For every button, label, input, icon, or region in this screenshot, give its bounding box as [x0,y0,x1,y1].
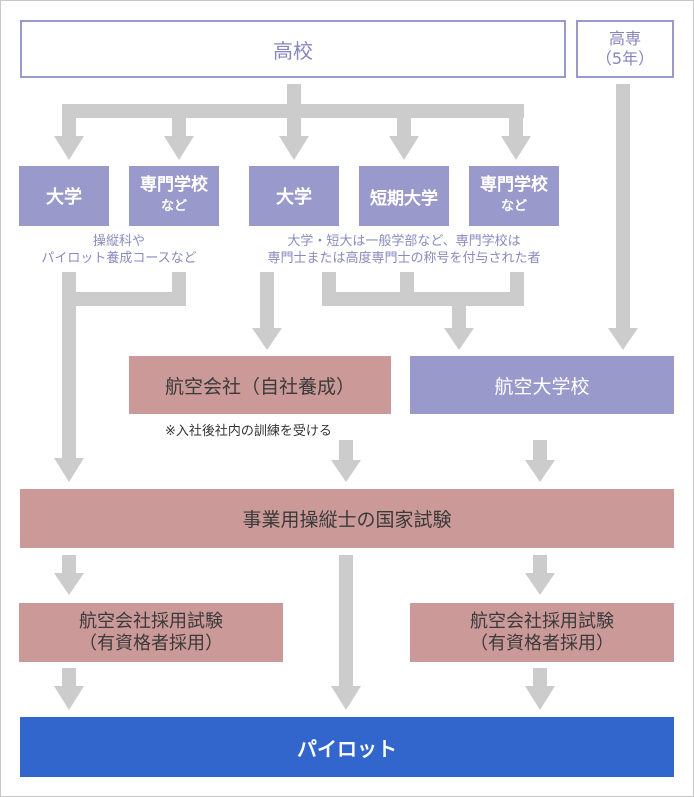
hs-arrow-4 [389,104,419,160]
vocational-label: 専門学校 [480,175,548,195]
hs-arrow-2 [164,104,194,160]
hs-arrow-1 [54,104,84,160]
university-label: 大学 [46,187,82,208]
hire-exam-label: 航空会社採用試験 [470,610,614,632]
exam-to-pilot-arrow [331,555,361,710]
university-box-left: 大学 [19,166,109,226]
vocational-etc: など [500,199,527,214]
kosen-arrow [608,84,638,350]
arrow-to-aviation-college [444,292,474,350]
college-to-exam-arrow [525,440,555,482]
vocational-label: 専門学校 [140,175,208,195]
hire-exam-sublabel: （有資格者採用） [79,632,223,654]
right-caption-line2: 専門士または高度専門士の称号を付与された者 [267,251,541,266]
arrow-to-airline [252,272,282,350]
junior-college-box: 短期大学 [359,166,449,226]
kosen-years: （5年） [595,49,655,68]
right-caption: 大学・短大は一般学部など、専門学校は 専門士または高度専門士の称号を付与された者 [234,233,574,267]
exam-to-hire-right-arrow [525,555,555,595]
hire-exam-label: 航空会社採用試験 [79,610,223,632]
airline-note: ※入社後社内の訓練を受ける [165,424,332,439]
hire-exam-box-left: 航空会社採用試験 （有資格者採用） [19,603,283,662]
vocational-box-right: 専門学校 など [469,166,559,226]
pilot-label: パイロット [297,736,397,761]
hire-exam-sublabel: （有資格者採用） [470,632,614,654]
left-caption: 操縦科や パイロット養成コースなど [19,233,219,267]
vocational-etc: など [160,199,187,214]
hire-left-to-pilot-arrow [54,668,84,710]
airline-training-box: 航空会社（自社養成） [129,356,391,414]
exam-to-hire-left-arrow [54,555,84,595]
pilot-box: パイロット [20,717,674,777]
right-caption-line1: 大学・短大は一般学部など、専門学校は [287,234,521,249]
aviation-college-label: 航空大学校 [494,375,590,398]
kosen-label: 高専 [608,29,641,48]
aviation-college-box: 航空大学校 [410,356,674,414]
junior-college-label: 短期大学 [370,188,438,209]
hs-arrow-3 [279,104,309,160]
left-arrow-to-exam [54,272,84,482]
kosen-box: 高専 （5年） [576,20,674,78]
hs-arrow-5 [501,104,531,160]
vocational-box-left: 専門学校 など [129,166,219,226]
left-join-bar [62,292,186,306]
university-label: 大学 [276,187,312,208]
left-caption-line2: パイロット養成コースなど [41,251,197,266]
airline-training-label: 航空会社（自社養成） [164,375,355,398]
left-caption-line1: 操縦科や [92,234,145,249]
hire-exam-box-right: 航空会社採用試験 （有資格者採用） [410,603,674,662]
airline-to-exam-arrow [331,440,361,482]
university-box-right: 大学 [249,166,339,226]
high-school-label: 高校 [273,38,313,63]
high-school-box: 高校 [20,20,566,78]
national-exam-label: 事業用操縦士の国家試験 [242,509,452,531]
national-exam-box: 事業用操縦士の国家試験 [20,489,674,548]
hire-right-to-pilot-arrow [525,668,555,710]
